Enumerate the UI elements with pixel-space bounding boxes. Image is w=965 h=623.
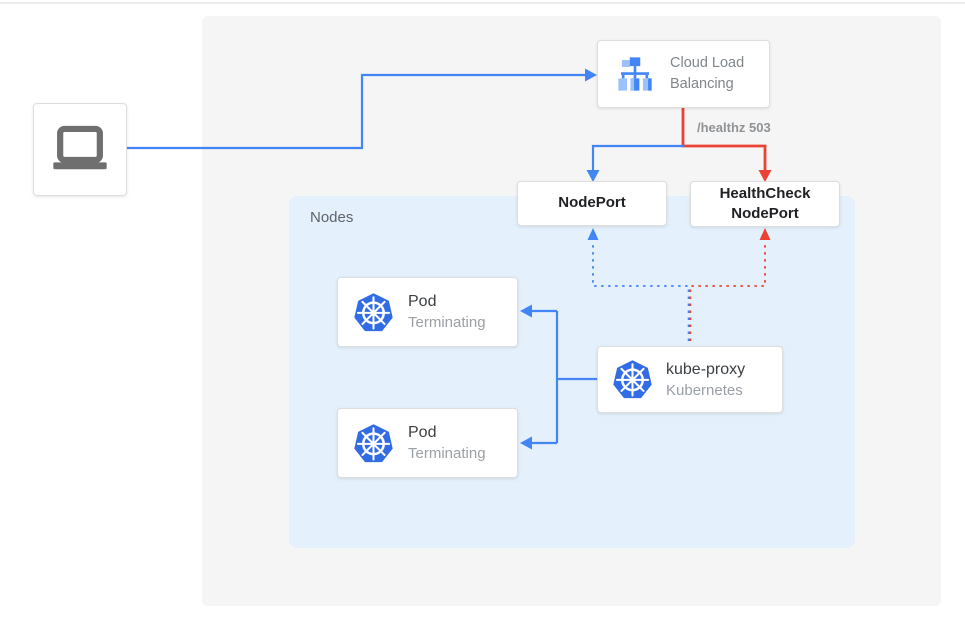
kubernetes-icon [353, 423, 394, 464]
pod-title: Pod [408, 293, 437, 311]
cloud-load-balancing-node: Cloud Load Balancing [597, 40, 770, 108]
laptop-icon [49, 125, 111, 175]
pod-status: Terminating [408, 314, 486, 332]
kubernetes-icon [612, 359, 653, 400]
cloud-load-balancing-label: Cloud Load Balancing [670, 54, 745, 92]
healthcheck-nodeport-node: HealthCheck NodePort [690, 181, 840, 227]
pod-title: Pod [408, 424, 437, 442]
pod-node-2: Pod Terminating [337, 408, 518, 478]
pod-status: Terminating [408, 445, 486, 463]
nodes-panel-label: Nodes [310, 209, 354, 226]
healthcheck-nodeport-label: HealthCheck NodePort [719, 184, 811, 222]
cloud-load-balancing-icon [614, 53, 656, 95]
client-node [33, 103, 127, 196]
kube-proxy-subtitle: Kubernetes [666, 381, 743, 399]
kubernetes-icon [353, 292, 394, 333]
kube-proxy-node: kube-proxy Kubernetes [597, 346, 783, 413]
top-divider [0, 2, 965, 4]
kube-proxy-title: kube-proxy [666, 360, 746, 378]
healthz-status-label: /healthz 503 [697, 120, 771, 135]
nodeport-label: NodePort [558, 194, 626, 212]
pod-node-1: Pod Terminating [337, 277, 518, 347]
nodeport-node: NodePort [517, 181, 667, 226]
